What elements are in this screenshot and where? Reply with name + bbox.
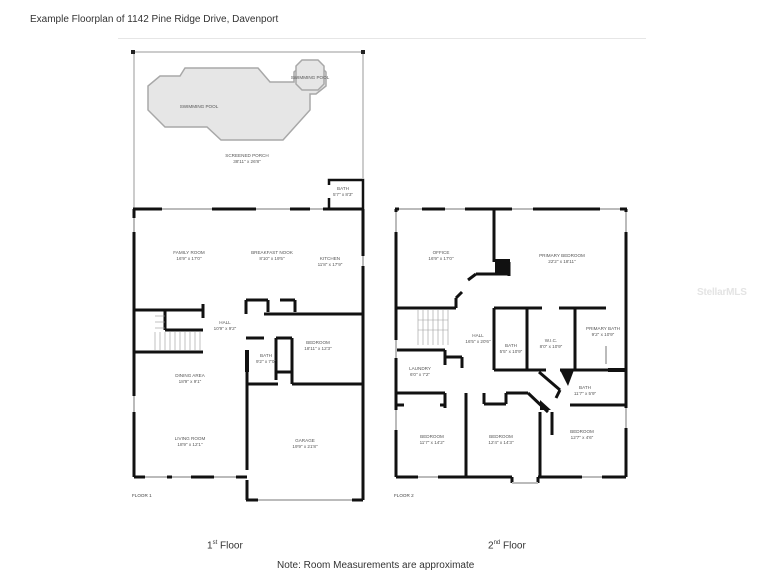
- svg-text:BATH: BATH: [260, 353, 272, 358]
- svg-text:BATH: BATH: [505, 343, 517, 348]
- svg-text:BEDROOM: BEDROOM: [489, 434, 513, 439]
- svg-text:BATH: BATH: [579, 385, 591, 390]
- floor-1-caption: 1st Floor: [207, 540, 243, 552]
- svg-text:11'8" x 17'9": 11'8" x 17'9": [318, 262, 343, 267]
- svg-text:HALL: HALL: [472, 333, 484, 338]
- svg-text:18'11" x 12'3": 18'11" x 12'3": [304, 346, 332, 351]
- svg-text:BEDROOM: BEDROOM: [306, 340, 330, 345]
- svg-text:10'9" x 9'2": 10'9" x 9'2": [214, 326, 237, 331]
- svg-text:9'2" x 7'0": 9'2" x 7'0": [256, 359, 276, 364]
- svg-text:LAUNDRY: LAUNDRY: [409, 366, 431, 371]
- floor-1-plan-label: FLOOR 1: [132, 493, 152, 498]
- svg-text:OFFICE: OFFICE: [433, 250, 450, 255]
- swimming-pool-shape: [147, 59, 327, 141]
- floor-2-walls: [394, 207, 628, 483]
- svg-text:18'9" x 9'1": 18'9" x 9'1": [179, 379, 202, 384]
- svg-text:12'7" x 4'6": 12'7" x 4'6": [571, 435, 594, 440]
- svg-text:GARAGE: GARAGE: [295, 438, 315, 443]
- floor-1-walls: [132, 207, 365, 502]
- svg-text:DINING AREA: DINING AREA: [175, 373, 206, 378]
- svg-text:BEDROOM: BEDROOM: [420, 434, 444, 439]
- floor-2-plan-label: FLOOR 2: [394, 493, 414, 498]
- svg-text:8'10" x 19'5": 8'10" x 19'5": [259, 256, 285, 261]
- svg-text:BEDROOM: BEDROOM: [570, 429, 594, 434]
- floor-2-stairs: [417, 310, 449, 345]
- measurement-note: Note: Room Measurements are approximate: [277, 560, 475, 571]
- floor-2-windows: [395, 208, 627, 484]
- svg-text:SWIMMING POOL: SWIMMING POOL: [180, 104, 219, 109]
- floor-1-stairs: [154, 315, 201, 350]
- svg-text:38'11" x 26'8": 38'11" x 26'8": [233, 159, 261, 164]
- svg-text:18'9" x 12'1": 18'9" x 12'1": [177, 442, 203, 447]
- svg-text:FAMILY ROOM: FAMILY ROOM: [173, 250, 205, 255]
- screened-porch-outline: [133, 51, 364, 208]
- svg-text:LIVING ROOM: LIVING ROOM: [175, 436, 206, 441]
- svg-text:11'7" x 14'2": 11'7" x 14'2": [420, 440, 445, 445]
- floor-1-windows: [133, 208, 364, 501]
- svg-text:BREAKFAST NOOK: BREAKFAST NOOK: [251, 250, 294, 255]
- svg-text:16'5" x 20'6": 16'5" x 20'6": [465, 339, 491, 344]
- floor-1-plan: SWIMMING POOL SWIMMING POOL SCREENED POR…: [131, 50, 365, 502]
- floor-1-room-labels: SWIMMING POOL SWIMMING POOL SCREENED POR…: [132, 75, 353, 498]
- svg-text:5'7" x 8'3": 5'7" x 8'3": [333, 192, 353, 197]
- svg-text:KITCHEN: KITCHEN: [320, 256, 340, 261]
- floor-2-room-labels: OFFICE 16'9" x 17'0" PRIMARY BEDROOM 22'…: [394, 250, 620, 498]
- svg-text:9'2" x 10'9": 9'2" x 10'9": [592, 332, 615, 337]
- svg-text:BATH: BATH: [337, 186, 349, 191]
- svg-text:PRIMARY BATH: PRIMARY BATH: [586, 326, 620, 331]
- page-title: Example Floorplan of 1142 Pine Ridge Dri…: [30, 14, 279, 25]
- svg-text:19'9" x 21'8": 19'9" x 21'8": [292, 444, 318, 449]
- svg-text:22'2" x 18'11": 22'2" x 18'11": [548, 259, 576, 264]
- floor-2-caption: 2nd Floor: [488, 540, 526, 552]
- watermark: StellarMLS: [697, 287, 747, 298]
- svg-text:16'9" x 17'0": 16'9" x 17'0": [428, 256, 454, 261]
- svg-text:PRIMARY BEDROOM: PRIMARY BEDROOM: [539, 253, 585, 258]
- svg-text:8'0" x 10'9": 8'0" x 10'9": [540, 344, 563, 349]
- svg-text:12'4" x 14'3": 12'4" x 14'3": [488, 440, 514, 445]
- svg-text:5'5" x 10'9": 5'5" x 10'9": [500, 349, 523, 354]
- svg-text:16'9" x 17'0": 16'9" x 17'0": [176, 256, 202, 261]
- svg-text:6'0" x 7'2": 6'0" x 7'2": [410, 372, 430, 377]
- svg-text:W.I.C.: W.I.C.: [545, 338, 558, 343]
- svg-text:HALL: HALL: [219, 320, 231, 325]
- title-divider: [118, 38, 646, 39]
- svg-text:SCREENED PORCH: SCREENED PORCH: [225, 153, 268, 158]
- svg-text:SWIMMING POOL: SWIMMING POOL: [291, 75, 330, 80]
- svg-text:11'7" x 5'9": 11'7" x 5'9": [574, 391, 597, 396]
- floor-2-plan: OFFICE 16'9" x 17'0" PRIMARY BEDROOM 22'…: [394, 207, 628, 498]
